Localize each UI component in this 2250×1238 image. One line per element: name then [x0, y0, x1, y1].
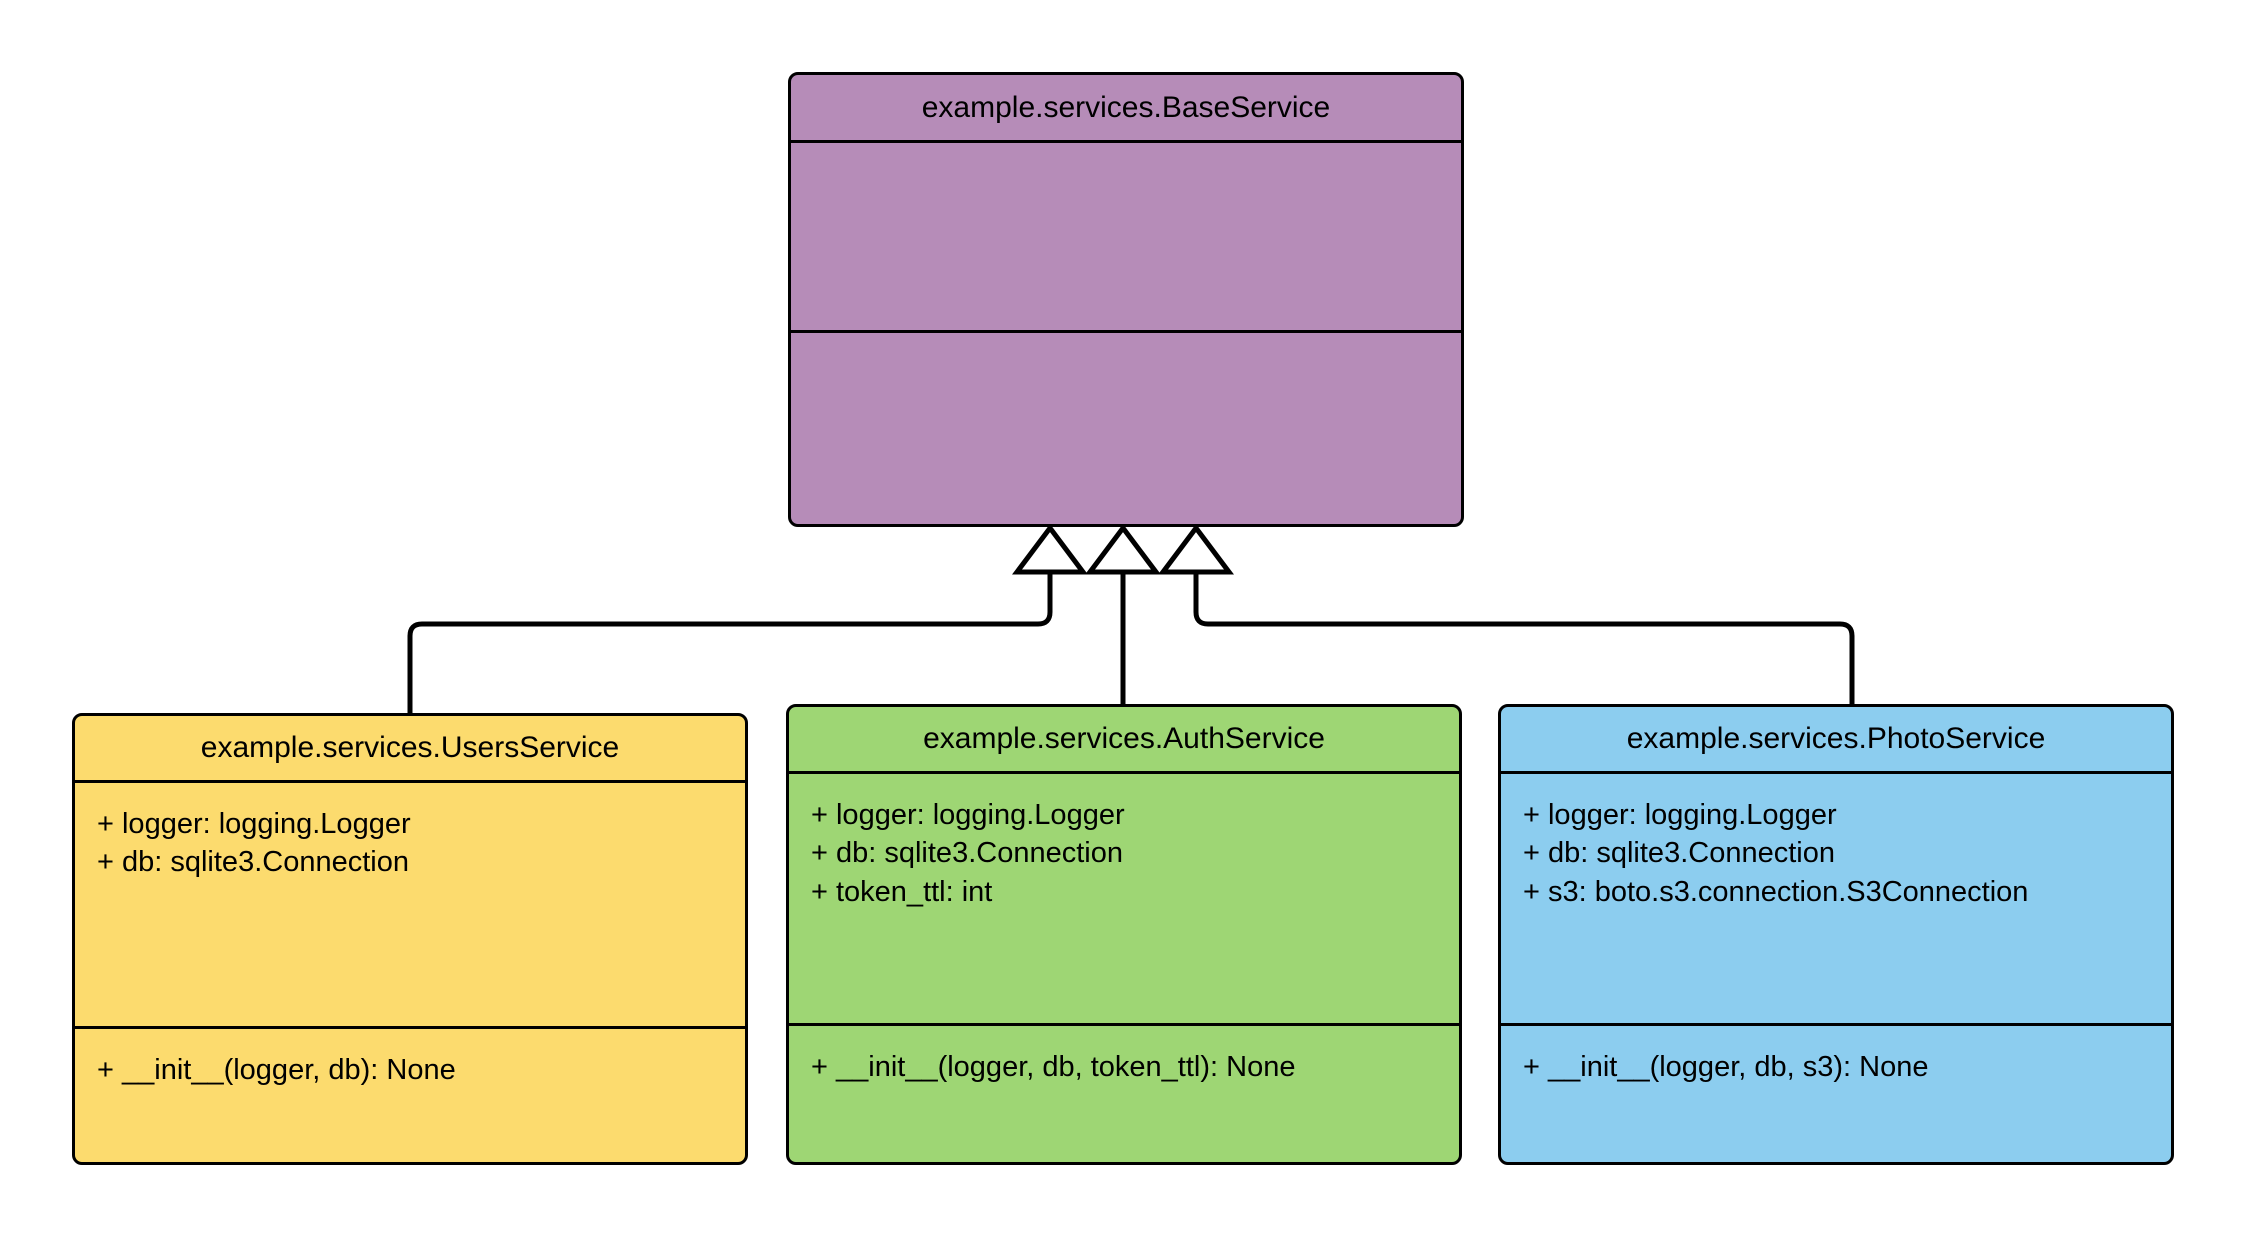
class-name-base-service: example.services.BaseService — [791, 75, 1461, 143]
attribute-row: + logger: logging.Logger — [1523, 799, 1837, 831]
attribute-row: + s3: boto.s3.connection.S3Connection — [1523, 875, 2029, 908]
uml-class-base-service[interactable]: example.services.BaseService — [788, 72, 1464, 527]
attribute-row: + token_ttl: int — [811, 875, 993, 908]
class-name-users-service: example.services.UsersService — [75, 716, 745, 783]
edge-photo-to-base — [1193, 570, 1855, 704]
methods-compartment-users-service: + __init__(logger, db): None — [75, 1029, 745, 1162]
edge-users-to-base — [407, 570, 1053, 713]
attributes-compartment-auth-service: + logger: logging.Logger + db: sqlite3.C… — [789, 774, 1459, 1026]
method-row: + __init__(logger, db): None — [97, 1054, 456, 1086]
attribute-row: + db: sqlite3.Connection — [97, 846, 409, 879]
method-row: + __init__(logger, db, s3): None — [1523, 1051, 1929, 1083]
method-row: + __init__(logger, db, token_ttl): None — [811, 1051, 1296, 1083]
class-name-auth-service: example.services.AuthService — [789, 707, 1459, 774]
methods-compartment-auth-service: + __init__(logger, db, token_ttl): None — [789, 1026, 1459, 1162]
inheritance-arrow-users — [1012, 523, 1088, 575]
inheritance-arrow-photo — [1158, 523, 1234, 575]
inheritance-arrow-auth — [1085, 523, 1161, 575]
attribute-row: + logger: logging.Logger — [97, 808, 411, 840]
attributes-compartment-users-service: + logger: logging.Logger + db: sqlite3.C… — [75, 783, 745, 1029]
class-name-photo-service: example.services.PhotoService — [1501, 707, 2171, 774]
methods-compartment-photo-service: + __init__(logger, db, s3): None — [1501, 1026, 2171, 1162]
attribute-row: + logger: logging.Logger — [811, 799, 1125, 831]
attributes-compartment-base-service — [791, 143, 1461, 333]
uml-class-auth-service[interactable]: example.services.AuthService + logger: l… — [786, 704, 1462, 1165]
uml-class-users-service[interactable]: example.services.UsersService + logger: … — [72, 713, 748, 1165]
attributes-compartment-photo-service: + logger: logging.Logger + db: sqlite3.C… — [1501, 774, 2171, 1026]
attribute-row: + db: sqlite3.Connection — [811, 837, 1123, 870]
uml-class-photo-service[interactable]: example.services.PhotoService + logger: … — [1498, 704, 2174, 1165]
attribute-row: + db: sqlite3.Connection — [1523, 837, 1835, 870]
methods-compartment-base-service — [791, 333, 1461, 524]
